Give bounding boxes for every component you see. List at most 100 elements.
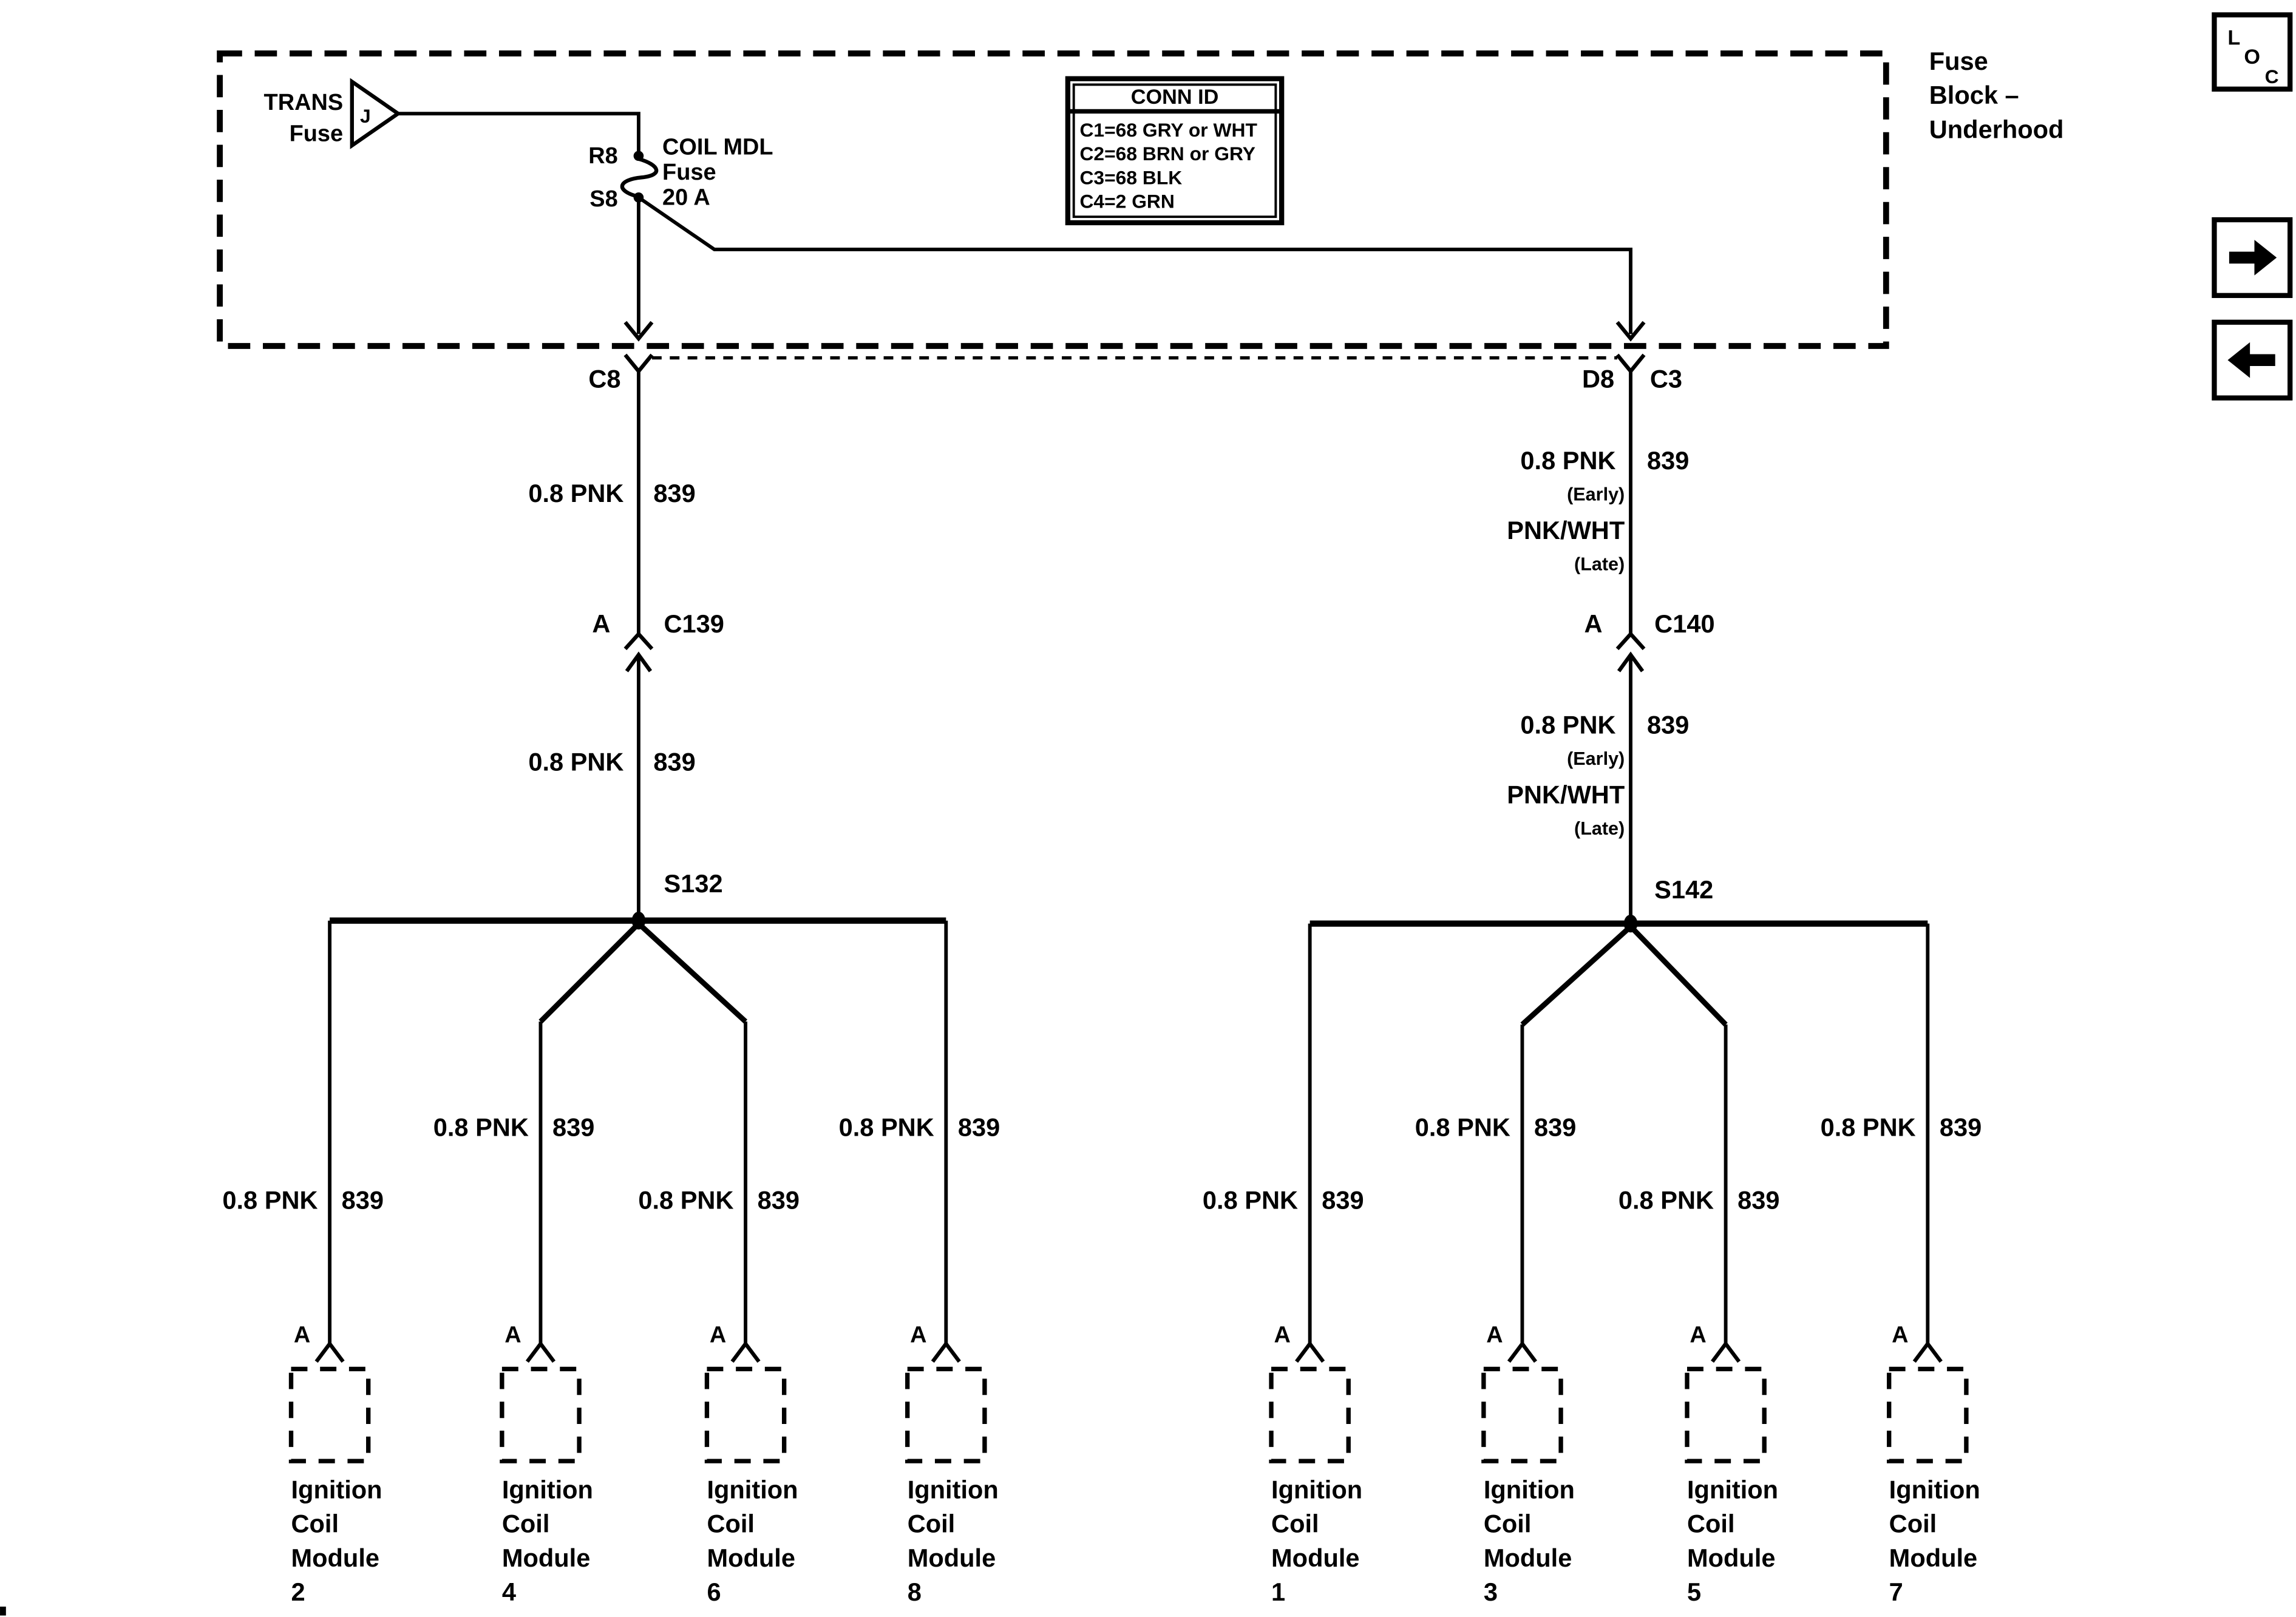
trans-fuse-label-line2: Fuse: [290, 121, 343, 146]
module5-label-line1: Ignition: [1687, 1475, 1778, 1503]
module8-label-line2: Coil: [908, 1510, 956, 1538]
branch5-circuit: 839: [1737, 1185, 1779, 1214]
module3-box: [1481, 1366, 1563, 1463]
module-7: A Ignition Coil Module 7: [1887, 1322, 1980, 1606]
module-5: A Ignition Coil Module 5: [1685, 1322, 1778, 1606]
branch6-wire-label: 0.8 PNK: [638, 1185, 733, 1214]
module4-number: 4: [502, 1578, 516, 1606]
right-wire2-circuit: 839: [1647, 710, 1689, 739]
inline-connector-c139-socket: [623, 631, 654, 651]
coil-mdl-fuse: R8 S8 COIL MDL Fuse 20 A: [588, 134, 773, 212]
branch7-circuit: 839: [1940, 1113, 1982, 1141]
right-trunk: 0.8 PNK 839 (Early) PNK/WHT (Late) A C14…: [1309, 371, 1928, 1027]
loc-letter-o: O: [2244, 46, 2260, 69]
fuse-name-line1: COIL MDL: [662, 134, 773, 160]
branch1-circuit: 839: [1322, 1185, 1364, 1214]
module8-label-line3: Module: [908, 1544, 996, 1572]
right-wire1-circuit: 839: [1647, 446, 1689, 475]
fuse-block-title-line3: Underhood: [1929, 115, 2064, 144]
forward-button[interactable]: [2212, 217, 2293, 298]
module7-box: [1887, 1366, 1969, 1463]
module4-label-line2: Coil: [502, 1510, 550, 1538]
branch3-circuit: 839: [1534, 1113, 1576, 1141]
page-corner-artifact: [0, 1606, 6, 1616]
feed-wire: [398, 112, 640, 153]
fuse-output-wire-right: [637, 195, 1632, 334]
right-wire2-late-note: (Late): [1574, 818, 1625, 839]
module8-connector-fork: [931, 1342, 961, 1363]
module6-box: [704, 1366, 787, 1463]
conn-id-table-outer-border: [1065, 76, 1285, 226]
module1-label-line1: Ignition: [1271, 1475, 1362, 1503]
right-wire1-late-note: (Late): [1574, 554, 1625, 574]
right-wire2-early-note: (Early): [1567, 748, 1625, 769]
loc-letter-l: L: [2227, 26, 2240, 49]
module-1: A Ignition Coil Module 1: [1269, 1322, 1362, 1606]
module6-label-line3: Module: [707, 1544, 795, 1572]
module5-label-line3: Module: [1687, 1544, 1776, 1572]
branch2-circuit: 839: [342, 1185, 384, 1214]
c139-id-label: C139: [664, 609, 724, 638]
module8-number: 8: [908, 1578, 922, 1606]
right-wire1-late-wire: PNK/WHT: [1507, 516, 1625, 544]
fuse-name-line2: Fuse: [662, 160, 716, 185]
splice-s142-label: S142: [1654, 875, 1713, 904]
module5-pin-label: A: [1690, 1322, 1706, 1348]
module6-label-line1: Ignition: [707, 1475, 798, 1503]
branch3-wire-label: 0.8 PNK: [1415, 1113, 1510, 1141]
c139-pin-label: A: [592, 609, 610, 638]
module7-connector-fork: [1912, 1342, 1943, 1363]
module3-pin-label: A: [1486, 1322, 1503, 1348]
right-wire1-label: 0.8 PNK: [1520, 446, 1615, 475]
module7-number: 7: [1889, 1578, 1903, 1606]
s142-diagonal-right: [1628, 924, 1728, 1026]
branch2-wire-label: 0.8 PNK: [222, 1185, 318, 1214]
left-wire2-label: 0.8 PNK: [528, 748, 623, 776]
fuse-block-title-line1: Fuse: [1929, 47, 1988, 75]
module2-number: 2: [291, 1578, 305, 1606]
right-wire2-late-wire: PNK/WHT: [1507, 780, 1625, 808]
c140-id-label: C140: [1654, 609, 1714, 638]
left-wire2-circuit: 839: [653, 748, 695, 776]
splice-s132-label: S132: [664, 869, 723, 898]
connector-fork-c8: [623, 353, 654, 375]
module5-label-line2: Coil: [1687, 1510, 1735, 1538]
back-button[interactable]: [2212, 319, 2293, 401]
power-feed-grid-letter: J: [360, 105, 371, 127]
module8-box: [905, 1366, 987, 1463]
fuse-name-line3: 20 A: [662, 185, 710, 211]
conn-id-table-inner-border: [1072, 83, 1277, 219]
module3-label-line3: Module: [1484, 1544, 1572, 1572]
pin-label-c3: C3: [1650, 364, 1682, 393]
loc-button-box[interactable]: [2212, 12, 2293, 92]
conn-id-row-3: C3=68 BLK: [1079, 166, 1182, 188]
module7-label-line2: Coil: [1889, 1510, 1937, 1538]
right-wire2-label: 0.8 PNK: [1520, 710, 1615, 739]
left-arrow-icon: [2227, 342, 2275, 378]
right-wire1-early-note: (Early): [1567, 484, 1625, 504]
module1-pin-label: A: [1274, 1322, 1290, 1348]
trans-fuse-feed: TRANS Fuse J: [264, 78, 640, 153]
module6-connector-fork: [730, 1342, 761, 1363]
module1-box: [1269, 1366, 1351, 1463]
module4-connector-fork: [525, 1342, 556, 1363]
module2-label-line3: Module: [291, 1544, 379, 1572]
fuse-terminal-bottom-label: S8: [589, 186, 617, 212]
conn-id-row-2: C2=68 BRN or GRY: [1079, 143, 1255, 164]
module2-pin-label: A: [294, 1322, 310, 1348]
border-crossing-arrow-right: [1615, 320, 1646, 342]
module4-label-line1: Ignition: [502, 1475, 593, 1503]
loc-button[interactable]: L O C: [2212, 12, 2293, 92]
module4-box: [500, 1366, 582, 1463]
c140-pin-label: A: [1584, 609, 1603, 638]
conn-id-table: CONN ID C1=68 GRY or WHT C2=68 BRN or GR…: [1065, 76, 1285, 226]
module2-connector-fork: [314, 1342, 345, 1363]
left-wire1-circuit: 839: [653, 479, 695, 507]
s132-diagonal-right: [636, 921, 748, 1024]
module-8: A Ignition Coil Module 8: [905, 1322, 999, 1606]
module1-label-line3: Module: [1271, 1544, 1360, 1572]
branch7-wire-label: 0.8 PNK: [1821, 1113, 1916, 1141]
module-6: A Ignition Coil Module 6: [704, 1322, 798, 1606]
conn-id-row-4: C4=2 GRN: [1079, 190, 1174, 212]
